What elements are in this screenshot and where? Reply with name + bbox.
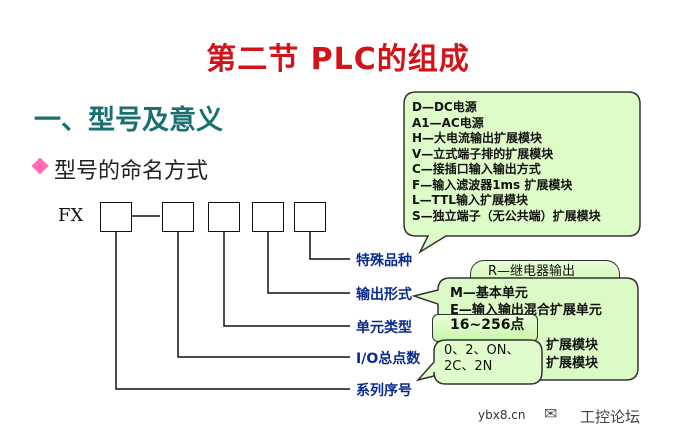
- series-option: 0、2、ON、: [444, 343, 520, 358]
- special-option: L—TTL输入扩展模块: [412, 193, 528, 207]
- special-option: F—输入滤波器1ms 扩展模块: [412, 177, 573, 192]
- output-option: R—继电器输出: [488, 264, 576, 279]
- unit-extra: 扩展模块 扩展模块: [546, 337, 598, 373]
- code-box-special: [294, 202, 326, 232]
- page-title: 第二节 PLC的组成: [206, 42, 470, 77]
- code-box-series: [100, 202, 132, 232]
- unit-extra-line: 扩展模块: [546, 356, 599, 371]
- special-option: V—立式端子排的扩展模块: [412, 146, 554, 161]
- forum-name: 工控论坛: [580, 408, 641, 426]
- series-option: 2C、2N: [444, 359, 493, 374]
- label-special: 特殊品种: [356, 253, 412, 269]
- unit-extra-line: 扩展模块: [546, 338, 599, 353]
- forum-logo-icon: ✉: [544, 404, 558, 423]
- code-box-output: [252, 202, 284, 232]
- code-box-io: [162, 202, 194, 232]
- special-option: A1—AC电源: [412, 115, 484, 130]
- subheading: 型号的命名方式: [54, 159, 209, 184]
- special-option: H—大电流输出扩展模块: [412, 131, 543, 145]
- special-bubble: D—DC电源 A1—AC电源 H—大电流输出扩展模块 V—立式端子排的扩展模块 …: [412, 100, 601, 224]
- label-series: 系列序号: [356, 383, 412, 399]
- series-bubble: 0、2、ON、 2C、2N: [444, 343, 520, 375]
- special-option: D—DC电源: [412, 100, 477, 114]
- special-option: S—独立端子（无公共端）扩展模块: [412, 208, 601, 223]
- code-box-unit: [208, 202, 240, 232]
- special-option: C—接插口输入输出方式: [412, 162, 541, 176]
- label-unit: 单元类型: [356, 320, 412, 336]
- unit-bubble: M—基本单元 E—输入输出混合扩展单元: [450, 285, 602, 319]
- model-prefix: FX: [58, 205, 84, 226]
- label-io: I/O总点数: [356, 351, 421, 367]
- unit-option: M—基本单元: [450, 286, 528, 301]
- label-output: 输出形式: [356, 287, 412, 303]
- watermark-text: ybx8.cn: [478, 408, 526, 422]
- section-heading: 一、型号及意义: [34, 105, 223, 136]
- io-range-text: 16~256点: [450, 317, 525, 333]
